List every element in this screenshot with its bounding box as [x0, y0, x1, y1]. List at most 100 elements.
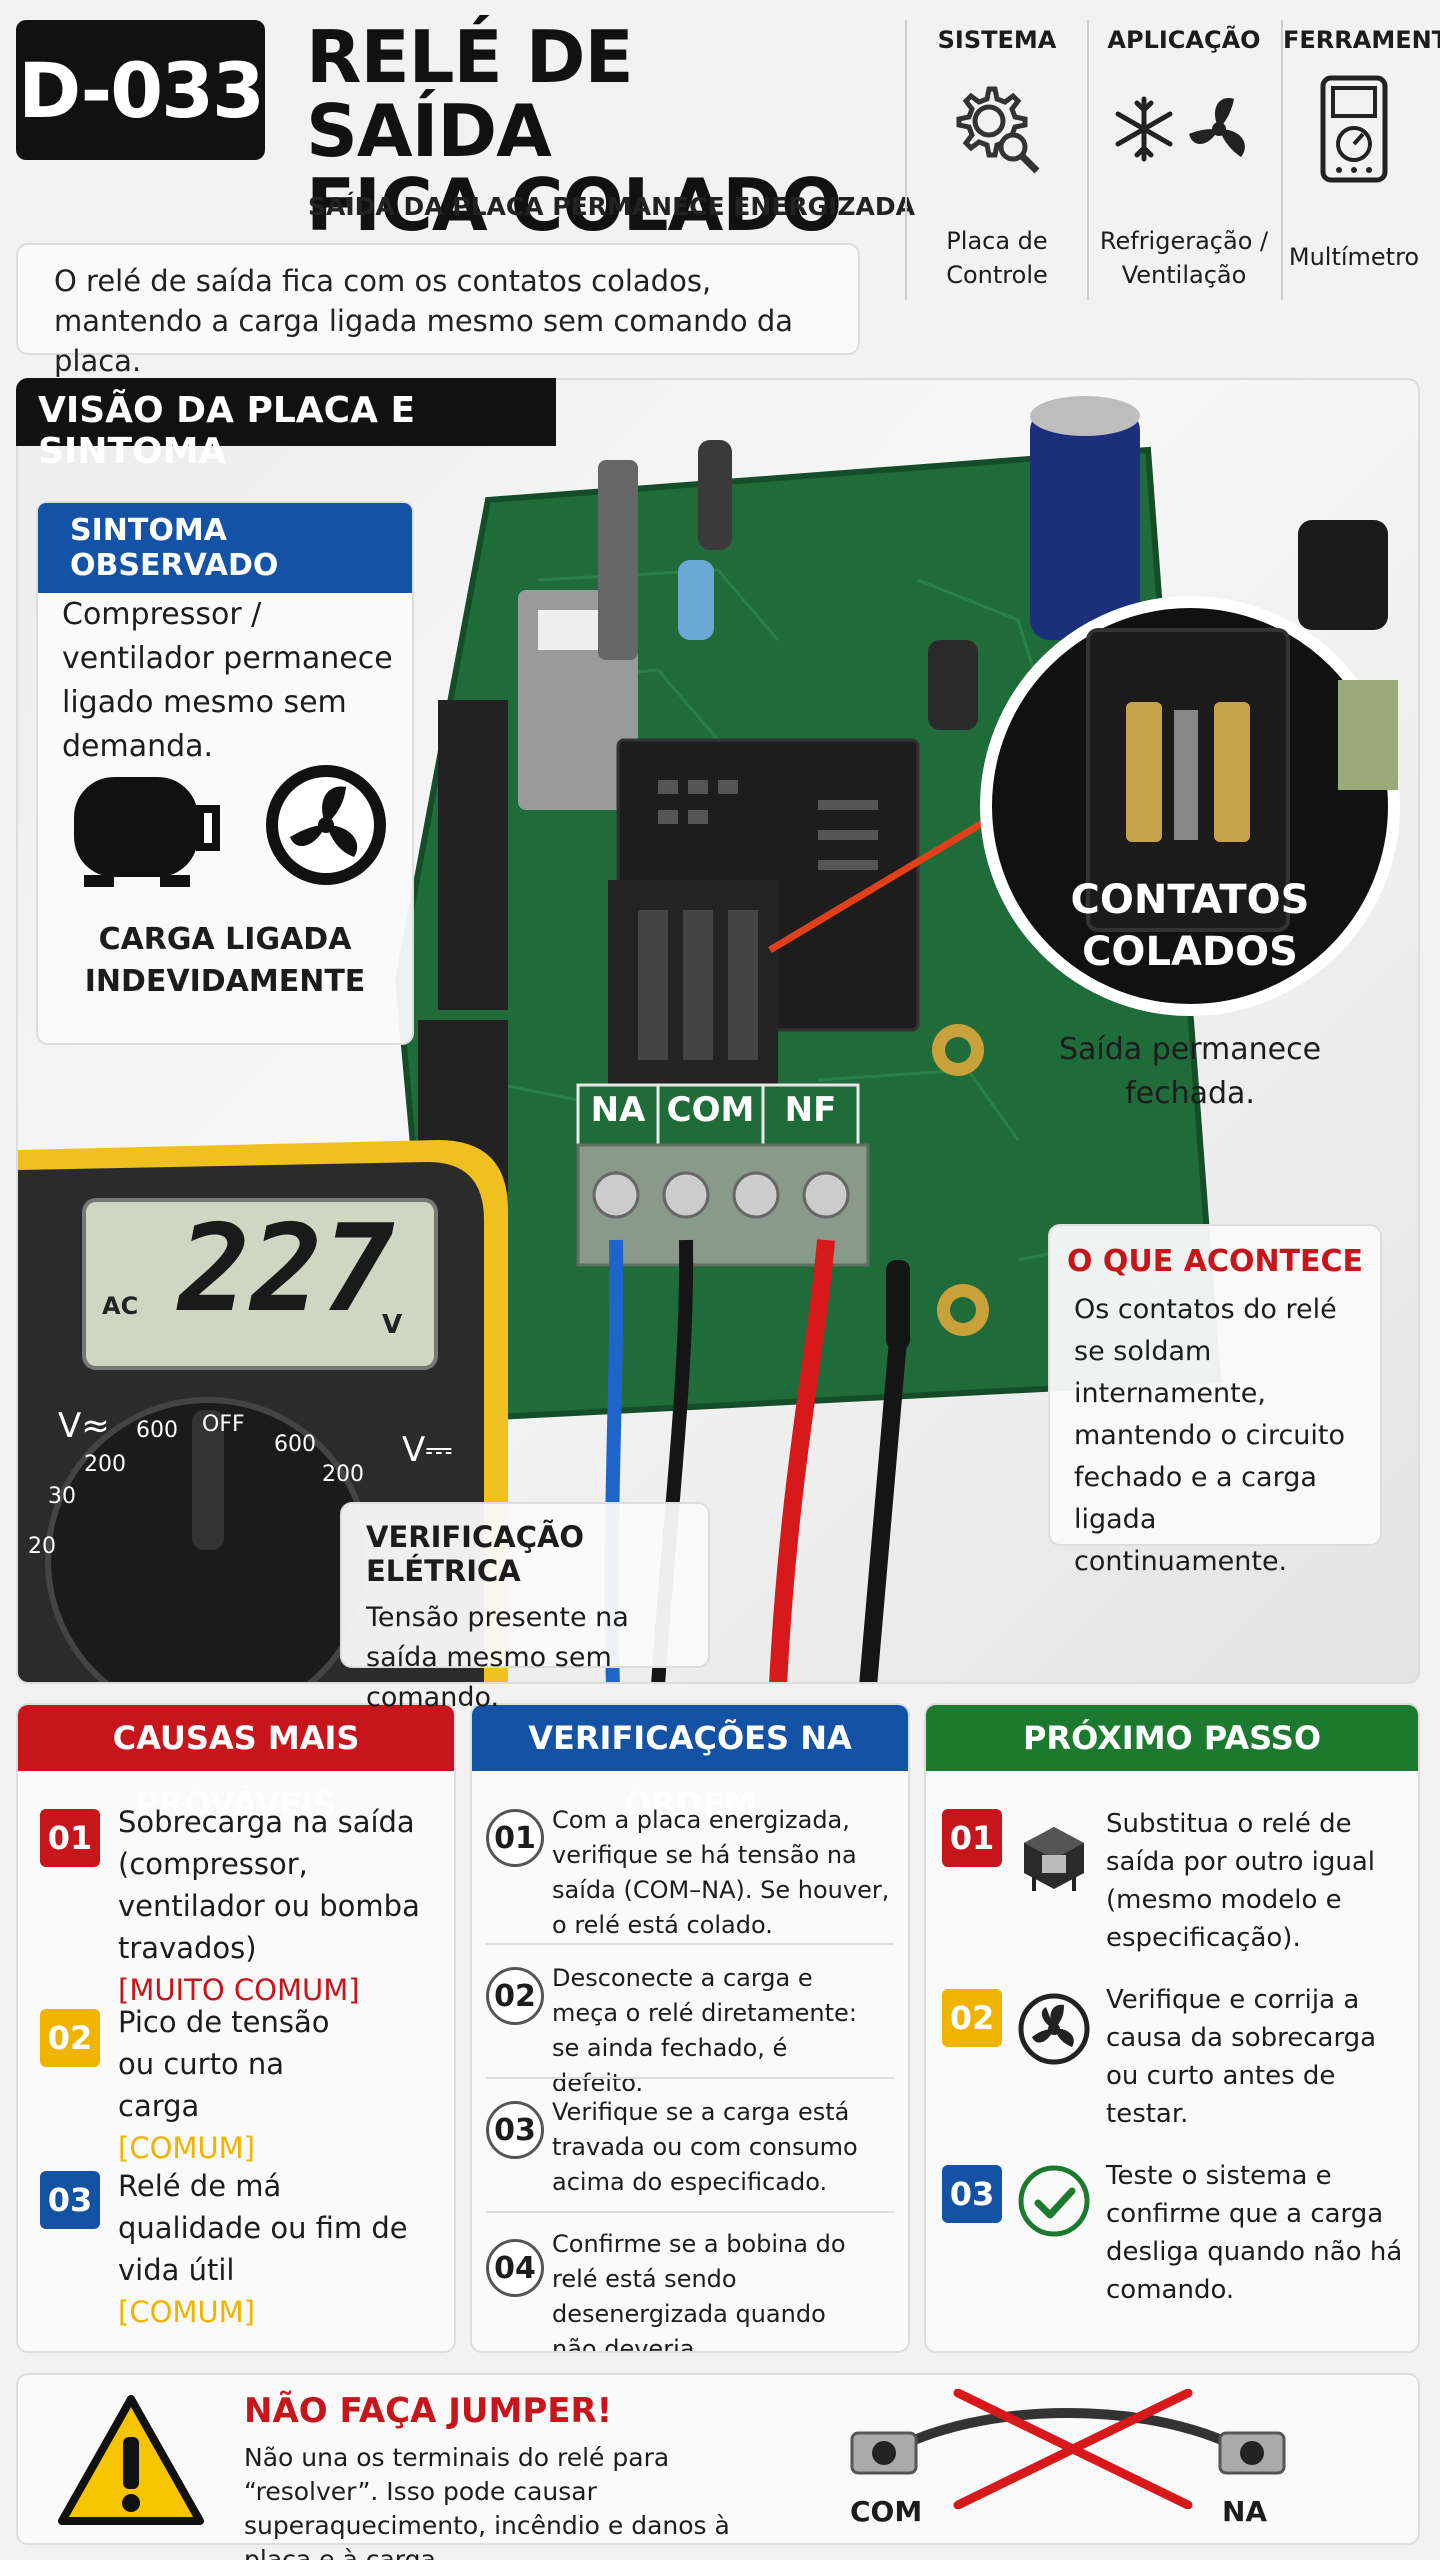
- check-text: Verifique se a carga está travada ou com…: [552, 2098, 858, 2196]
- relay-icon: [1014, 1815, 1094, 1899]
- meter-off-label: OFF: [202, 1412, 245, 1437]
- next-step-text: Teste o sistema e confirme que a carga d…: [1106, 2161, 1403, 2305]
- spec-head: APLICAÇÃO: [1107, 26, 1261, 54]
- relay-markings: [658, 780, 878, 870]
- vision-section-title: VISÃO DA PLACA E SINTOMA: [16, 378, 556, 472]
- zoom-callout-line: fechada.: [1125, 1076, 1255, 1111]
- frequency-tag: [MUITO COMUM]: [118, 1973, 360, 2007]
- check-divider: [486, 2211, 894, 2213]
- check-divider: [486, 1943, 894, 1945]
- zoom-label-line: CONTATOS: [1070, 877, 1310, 923]
- frequency-tag: [COMUM]: [118, 2295, 255, 2329]
- label-sticker: [538, 610, 598, 650]
- snowflake-fan-icon: [1109, 74, 1259, 184]
- title-line-1: RELÉ DE SAÍDA: [306, 15, 634, 173]
- meter-scale: 200: [84, 1452, 126, 1477]
- symptom-card: SINTOMA OBSERVADO Compressor / ventilado…: [36, 501, 414, 1045]
- jumper-label-na: NA: [1222, 2495, 1268, 2528]
- fan-icon: [1016, 1991, 1092, 2071]
- check-circle-icon: [1016, 2163, 1092, 2243]
- cross-line: [953, 2388, 1193, 2510]
- cause-text: Pico de tensão ou curto na carga: [118, 2005, 330, 2123]
- meter-unit: V: [382, 1310, 403, 1340]
- zoom-callout-line: Saída permanece: [1058, 1032, 1322, 1067]
- cause-number: 03: [40, 2171, 100, 2229]
- page-subtitle: SAÍDA DA PLACA PERMANECE ENERGIZADA: [308, 192, 915, 221]
- relay-pin: [638, 910, 668, 1060]
- capacitor-top: [1030, 396, 1140, 436]
- terminal-label-com: COM: [666, 1090, 755, 1130]
- next-step-number: 02: [942, 1989, 1002, 2047]
- symptom-foot: CARGA LIGADA INDEVIDAMENTE: [38, 919, 412, 1003]
- next-step-text: Substitua o relé de saída por outro igua…: [1106, 1809, 1376, 1953]
- fan-icon: [266, 765, 386, 885]
- checks-head: VERIFICAÇÕES NA ORDEM: [472, 1705, 908, 1823]
- meter-scale: 20: [28, 1534, 56, 1559]
- check-number: 03: [486, 2101, 544, 2159]
- cause-item: Pico de tensão ou curto na carga [COMUM]: [118, 2001, 358, 2169]
- next-step-number: 01: [942, 1809, 1002, 1867]
- next-step-column: PRÓXIMO PASSO 01 Substitua o relé de saí…: [924, 1703, 1420, 2353]
- spec-divider: [905, 20, 907, 300]
- page-title: RELÉ DE SAÍDA FICA COLADO: [306, 20, 866, 242]
- intro-box: O relé de saída fica com os contatos col…: [16, 243, 860, 378]
- meter-dial-right: V⎓: [402, 1430, 453, 1470]
- next-step-number: 03: [942, 2165, 1002, 2223]
- spec-value-line: Placa de: [946, 227, 1048, 255]
- symptom-icons: [64, 763, 404, 887]
- jumper-label-com: COM: [850, 2495, 923, 2528]
- check-text: Confirme se a bobina do relé está sendo …: [552, 2230, 846, 2353]
- meter-mode: AC: [102, 1292, 139, 1320]
- check-text: Com a placa energizada, verifique se há …: [552, 1806, 890, 1939]
- electrical-check-text: Tensão presente na saída mesmo sem coman…: [366, 1602, 629, 1713]
- symptom-foot-line: INDEVIDAMENTE: [84, 964, 366, 999]
- cause-text: Relé de má qualidade ou fim de vida útil: [118, 2169, 408, 2287]
- meter-scale: 600: [136, 1418, 178, 1443]
- check-number: 04: [486, 2239, 544, 2297]
- capacitor-component: [678, 560, 714, 640]
- what-happens-head: O QUE ACONTECE: [1066, 1244, 1364, 1279]
- cause-text: Sobrecarga na saída (compressor, ventila…: [118, 1805, 420, 1965]
- cause-number: 01: [40, 1809, 100, 1867]
- meter-reading: 227: [178, 1200, 395, 1339]
- meter-scale: 30: [48, 1484, 76, 1509]
- compressor-icon: [74, 777, 220, 887]
- warning-title: NÃO FAÇA JUMPER!: [244, 2391, 613, 2431]
- spec-divider: [1281, 20, 1283, 300]
- gear-search-icon: [942, 74, 1052, 184]
- what-happens-card: O QUE ACONTECE Os contatos do relé se so…: [1048, 1224, 1382, 1577]
- next-step-text: Verifique e corrija a causa da sobrecarg…: [1106, 1985, 1377, 2129]
- zoom-callout: Saída permanece fechada.: [1000, 1028, 1380, 1116]
- warning-icon: [56, 2391, 206, 2535]
- black-probe: [859, 1339, 907, 1682]
- terminal-label-nf: NF: [784, 1090, 837, 1130]
- relay-pin: [683, 910, 713, 1060]
- checks-column: VERIFICAÇÕES NA ORDEM 01 Com a placa ene…: [470, 1703, 910, 2353]
- spec-system: SISTEMA Placa de Controle: [907, 20, 1087, 300]
- spec-divider: [1087, 20, 1089, 300]
- symptom-foot-line: CARGA LIGADA: [98, 922, 352, 957]
- spec-value: Multímetro: [1283, 240, 1425, 274]
- check-number: 02: [486, 1967, 544, 2025]
- spec-value-line: Ventilação: [1121, 261, 1247, 289]
- connector-component: [598, 460, 638, 660]
- spec-value: Refrigeração / Ventilação: [1089, 224, 1279, 292]
- symptom-head: SINTOMA OBSERVADO: [38, 503, 412, 593]
- check-number: 01: [486, 1809, 544, 1867]
- frequency-tag: [COMUM]: [118, 2131, 255, 2165]
- warning-banner: NÃO FAÇA JUMPER! Não una os terminais do…: [16, 2373, 1420, 2560]
- spec-tool: FERRAMENTA Multímetro: [1283, 20, 1440, 300]
- spec-value: Placa de Controle: [907, 224, 1087, 292]
- multimeter-icon: [1299, 74, 1409, 184]
- cause-item: Relé de má qualidade ou fim de vida útil…: [118, 2165, 418, 2333]
- electrical-check-card: VERIFICAÇÃO ELÉTRICA Tensão presente na …: [340, 1502, 710, 1713]
- next-step-head: PRÓXIMO PASSO: [926, 1705, 1418, 1771]
- header-component: [438, 700, 508, 1010]
- electrical-check-head: VERIFICAÇÃO ELÉTRICA: [366, 1520, 585, 1588]
- terminal-label-na: NA: [590, 1090, 646, 1130]
- buzzer-component: [1298, 520, 1388, 630]
- spec-head: SISTEMA: [937, 26, 1057, 54]
- spec-value-line: Multímetro: [1288, 243, 1420, 271]
- check-divider: [486, 2077, 894, 2079]
- zoom-label-line: COLADOS: [1082, 929, 1298, 975]
